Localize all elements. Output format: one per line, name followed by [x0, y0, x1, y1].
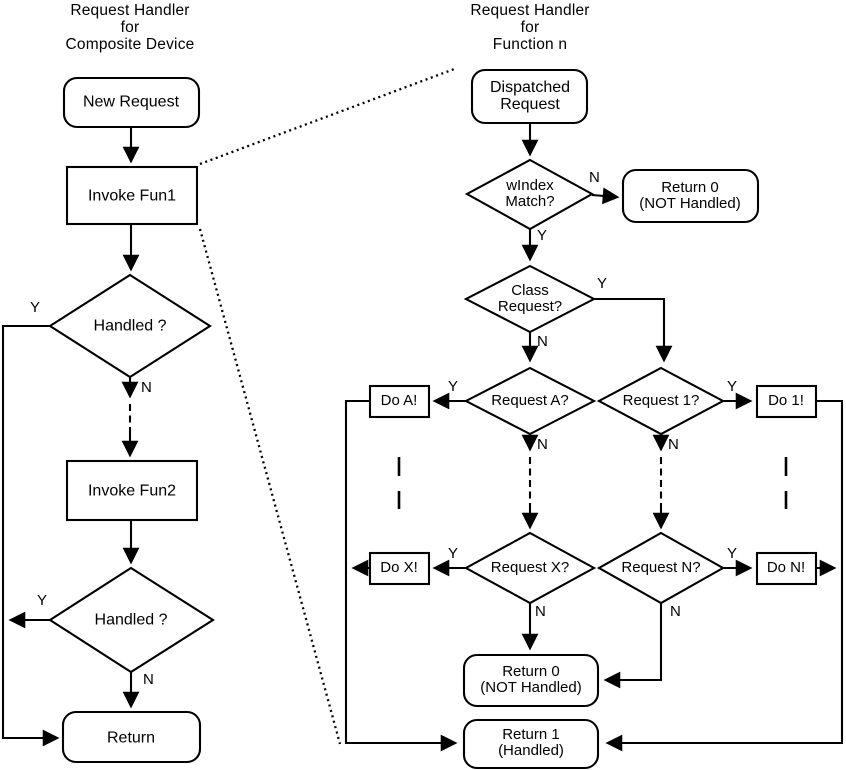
handled2-label: Handled ? — [94, 611, 168, 629]
handled2-yes-label: Y — [37, 592, 48, 609]
return-label: Return — [106, 729, 156, 747]
request-n-no-path — [603, 603, 663, 689]
right-title-line1: Request Handler — [470, 2, 590, 19]
handled2-no-label: N — [143, 671, 154, 688]
request-n-label: Request N? — [621, 559, 701, 576]
handled1-yes-label: Y — [30, 299, 41, 316]
left-title-line1: Request Handler — [70, 2, 190, 19]
return0-top-label: Return 0 (NOT Handled) — [639, 180, 740, 212]
request-x-yes-label: Y — [448, 545, 459, 562]
do-1-path-to-return1 — [605, 399, 844, 752]
left-title-line3: Composite Device — [65, 36, 195, 53]
right-chart-title: Request Handler for Function n — [430, 2, 630, 53]
return1-line2: (Handled) — [498, 742, 564, 759]
dispatched-line1: Dispatched — [489, 79, 571, 96]
do-a-path-to-return1 — [344, 399, 458, 752]
windex-line1: wIndex — [506, 177, 554, 194]
invoke-fun2-label: Invoke Fun2 — [87, 482, 177, 500]
handled1-label: Handled ? — [93, 317, 167, 335]
windex-yes-label: Y — [537, 227, 548, 244]
class-no-label: N — [537, 333, 548, 350]
do-n-label: Do N! — [766, 559, 806, 576]
request-1-label: Request 1? — [622, 392, 700, 409]
dispatched-line2: Request — [500, 96, 560, 113]
right-title-line2: for — [520, 19, 540, 36]
request-n-no-label: N — [670, 603, 681, 620]
return0-top-shape — [621, 168, 760, 224]
right-title-line3: Function n — [492, 36, 568, 53]
do-1-label: Do 1! — [768, 392, 804, 409]
request-x-label: Request X? — [490, 559, 570, 576]
windex-match-label: wIndex Match? — [505, 178, 554, 210]
return1-line1: Return 1 — [502, 726, 560, 743]
return0-bottom-line2: (NOT Handled) — [480, 679, 582, 696]
do-a-label: Do A! — [380, 392, 418, 409]
request-1-yes-label: Y — [727, 378, 738, 395]
request-a-yes-label: Y — [448, 378, 459, 395]
dispatched-request-label: Dispatched Request — [490, 79, 570, 113]
new-request-label: New Request — [82, 93, 180, 111]
return0-bottom-line1: Return 0 — [502, 663, 560, 680]
return0-bottom-shape — [462, 653, 600, 708]
return1-shape — [462, 718, 600, 770]
return0-bottom-label: Return 0 (NOT Handled) — [480, 664, 581, 696]
request-a-label: Request A? — [491, 392, 569, 409]
do-x-label: Do X! — [380, 559, 418, 576]
request-n-yes-label: Y — [727, 545, 738, 562]
windex-no-label: N — [589, 169, 600, 186]
explode-dotted-line-bottom — [198, 228, 342, 745]
class-request-label: Class Request? — [498, 283, 562, 315]
class-line2: Request? — [497, 298, 563, 315]
request-1-no-label: N — [668, 436, 679, 453]
class-line1: Class — [511, 282, 549, 299]
return0-top-line2: (NOT Handled) — [639, 195, 741, 212]
request-x-no-label: N — [535, 603, 546, 620]
windex-no-arrow — [591, 187, 620, 205]
left-title-line2: for — [120, 19, 140, 36]
class-yes-path — [594, 297, 673, 363]
return0-top-line1: Return 0 — [661, 179, 719, 196]
handled1-no-label: N — [141, 379, 152, 396]
return1-label: Return 1 (Handled) — [498, 727, 564, 759]
explode-dotted-line-top — [199, 66, 458, 166]
handled1-yes-path-to-return — [1, 324, 60, 747]
windex-line2: Match? — [505, 193, 555, 210]
return-shape — [61, 710, 202, 764]
class-yes-label: Y — [597, 275, 608, 292]
left-chart-title: Request Handler for Composite Device — [30, 2, 230, 53]
invoke-fun1-label: Invoke Fun1 — [87, 187, 177, 205]
request-a-no-label: N — [537, 436, 548, 453]
